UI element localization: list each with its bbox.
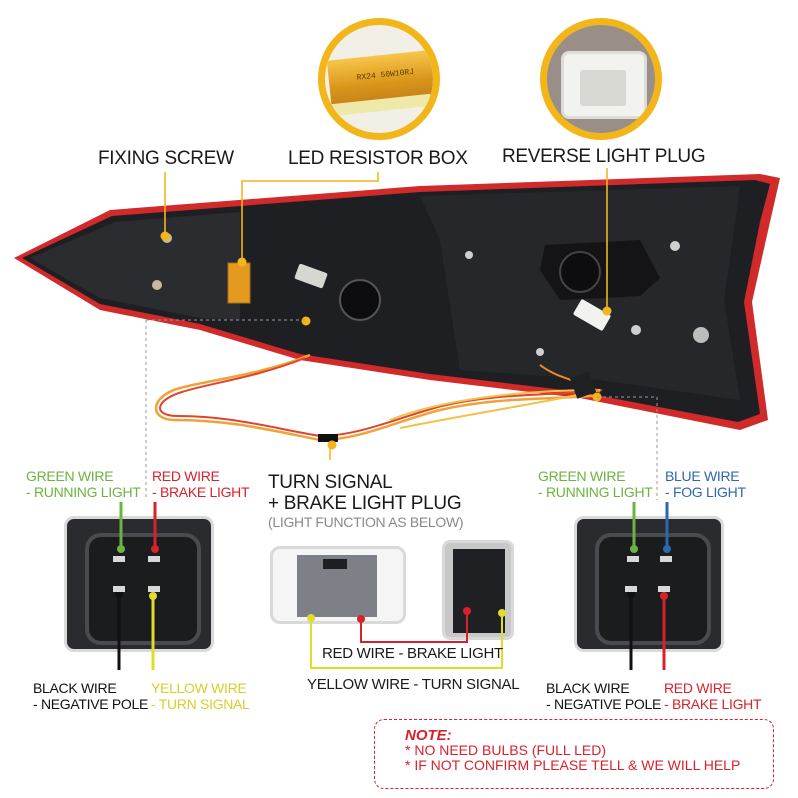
right-green-wire-label: GREEN WIRE - RUNNING LIGHT bbox=[538, 468, 653, 500]
resistor-inset: RX24 50W10RJ bbox=[318, 18, 440, 140]
white-connector bbox=[561, 51, 647, 119]
fixing-screw-label: FIXING SCREW bbox=[98, 148, 234, 169]
turn-signal-plug-label-line1: TURN SIGNAL bbox=[268, 472, 393, 493]
turn-signal-plug-label-line3: (LIGHT FUNCTION AS BELOW) bbox=[268, 514, 464, 530]
left-red-wire-label: RED WIRE - BRAKE LIGHT bbox=[152, 468, 250, 500]
right-plug-photo bbox=[574, 516, 724, 652]
note-item: * NO NEED BULBS (FULL LED) bbox=[405, 742, 606, 758]
reverse-light-plug-label: REVERSE LIGHT PLUG bbox=[502, 146, 706, 167]
left-yellow-wire-label: YELLOW WIRE - TURN SIGNAL bbox=[151, 680, 250, 712]
led-resistor-box-label: LED RESISTOR BOX bbox=[288, 148, 468, 169]
left-black-wire-label: BLACK WIRE - NEGATIVE POLE bbox=[33, 680, 149, 712]
center-plug-grey-photo bbox=[270, 546, 406, 624]
turn-signal-plug-label-line2: + BRAKE LIGHT PLUG bbox=[268, 493, 462, 514]
note-title: NOTE: bbox=[405, 727, 452, 744]
left-green-wire-label: GREEN WIRE - RUNNING LIGHT bbox=[26, 468, 141, 500]
reverse-plug-inset bbox=[540, 18, 662, 140]
note-box: NOTE: * NO NEED BULBS (FULL LED) * IF NO… bbox=[374, 719, 774, 789]
center-red-wire-label: RED WIRE - BRAKE LIGHT bbox=[322, 645, 503, 662]
center-yellow-wire-label: YELLOW WIRE - TURN SIGNAL bbox=[307, 676, 520, 693]
left-plug-photo bbox=[64, 516, 214, 652]
note-item: * IF NOT CONFIRM PLEASE TELL & WE WILL H… bbox=[405, 757, 741, 773]
right-blue-wire-label: BLUE WIRE - FOG LIGHT bbox=[665, 468, 746, 500]
right-black-wire-label: BLACK WIRE - NEGATIVE POLE bbox=[546, 680, 662, 712]
right-red-wire-label: RED WIRE - BRAKE LIGHT bbox=[664, 680, 762, 712]
